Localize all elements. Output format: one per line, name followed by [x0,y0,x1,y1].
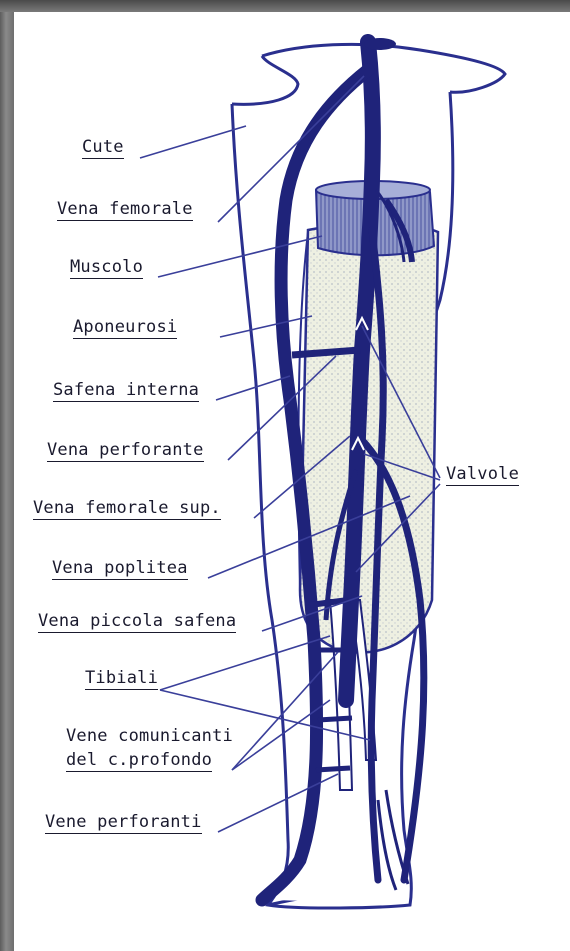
label-vena-perforante: Vena perforante [47,440,204,460]
label-cute: Cute [82,137,124,157]
label-vena-piccola-safena: Vena piccola safena [38,611,236,631]
label-vene-perforanti: Vene perforanti [45,812,202,832]
label-vene-comunicanti: Vene comunicanti [66,726,233,746]
label-del-c-profondo: del c.profondo [66,750,212,770]
label-tibiali: Tibiali [85,668,158,688]
label-vena-femorale: Vena femorale [57,199,193,219]
label-vena-femorale-sup: Vena femorale sup. [33,498,221,518]
label-muscolo: Muscolo [70,257,143,277]
label-safena-interna: Safena interna [53,380,199,400]
label-valvole: Valvole [446,464,519,484]
label-aponeurosi: Aponeurosi [73,317,177,337]
label-vena-poplitea: Vena poplitea [52,558,188,578]
